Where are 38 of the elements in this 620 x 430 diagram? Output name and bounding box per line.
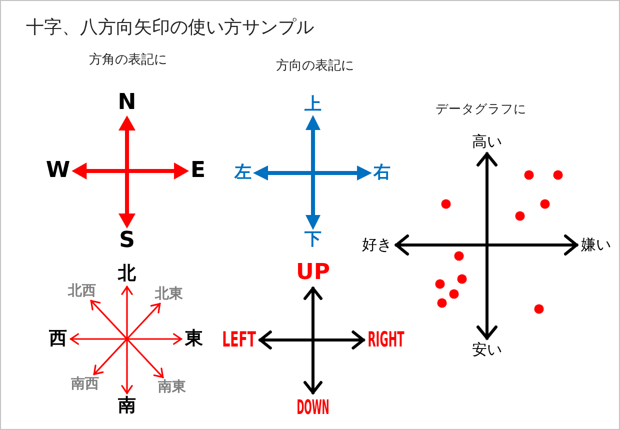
direction-label: 西 — [49, 330, 67, 348]
double-arrow — [118, 115, 136, 229]
direction-label: 北西 — [68, 284, 96, 298]
double-arrow — [70, 333, 182, 345]
axis-label: 安い — [472, 342, 502, 358]
direction-label: W — [46, 160, 70, 182]
axis-label: 好き — [362, 238, 392, 252]
section-caption: 方向の表記に — [276, 60, 354, 72]
direction-label: 右 — [374, 164, 390, 182]
double-arrow — [476, 152, 498, 340]
direction-label: LEFT — [222, 330, 256, 350]
direction-label: E — [190, 160, 206, 182]
double-arrow — [121, 286, 133, 394]
double-arrow — [395, 234, 578, 256]
section-caption: 方角の表記に — [89, 54, 167, 66]
double-arrow — [304, 287, 322, 394]
double-arrow — [306, 115, 320, 230]
double-arrow — [72, 162, 190, 180]
double-arrow — [258, 330, 365, 350]
direction-label: 北 — [118, 265, 136, 283]
direction-label: RIGHT — [368, 330, 404, 350]
direction-label: 上 — [304, 96, 322, 114]
direction-label: UP — [296, 262, 330, 284]
axis-label: 嫌い — [581, 238, 611, 252]
section-caption: データグラフに — [436, 102, 526, 116]
direction-label: 北東 — [155, 287, 183, 301]
direction-label: N — [118, 92, 136, 114]
direction-label: 左 — [234, 164, 252, 182]
direction-label: 南 — [118, 397, 136, 415]
direction-label: 東 — [185, 330, 203, 348]
direction-label: 下 — [304, 232, 322, 248]
direction-label: 南東 — [158, 380, 186, 394]
direction-label: DOWN — [296, 397, 330, 417]
direction-label: 南西 — [71, 377, 99, 391]
double-arrow — [253, 166, 372, 180]
direction-label: S — [119, 230, 135, 252]
axis-label: 高い — [472, 134, 502, 150]
title: 十字、八方向矢印の使い方サンプル — [26, 19, 314, 37]
